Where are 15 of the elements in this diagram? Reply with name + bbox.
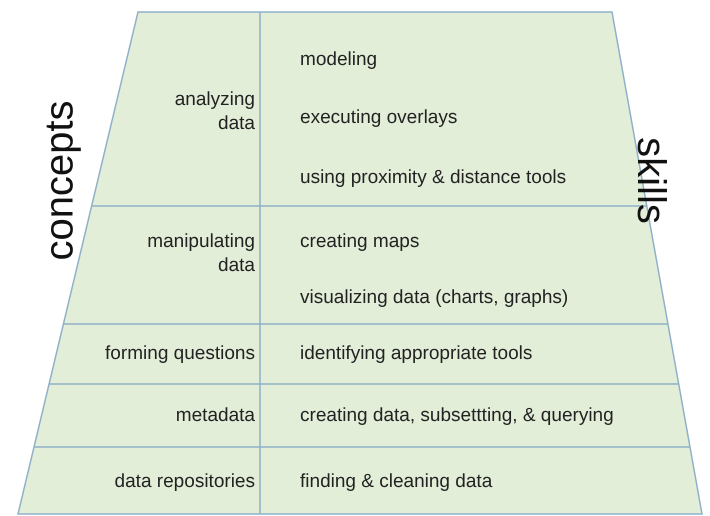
concept-text: data repositories	[114, 470, 255, 494]
concept-text: manipulating data	[146, 230, 255, 278]
concept-text: analyzing data	[174, 88, 255, 136]
skill-text: creating data, subsettting, & querying	[300, 404, 614, 428]
side-heading: concepts	[38, 100, 83, 260]
concept-text: forming questions	[105, 342, 255, 366]
side-heading: skills	[627, 136, 672, 224]
skill-text: creating maps	[300, 230, 420, 254]
skill-text: identifying appropriate tools	[300, 342, 532, 366]
skill-text: using proximity & distance tools	[300, 166, 566, 190]
skill-text: visualizing data (charts, graphs)	[300, 286, 568, 310]
concept-text: metadata	[176, 404, 255, 428]
skill-text: finding & cleaning data	[300, 470, 492, 494]
skill-text: executing overlays	[300, 106, 458, 130]
skill-text: modeling	[300, 48, 378, 72]
